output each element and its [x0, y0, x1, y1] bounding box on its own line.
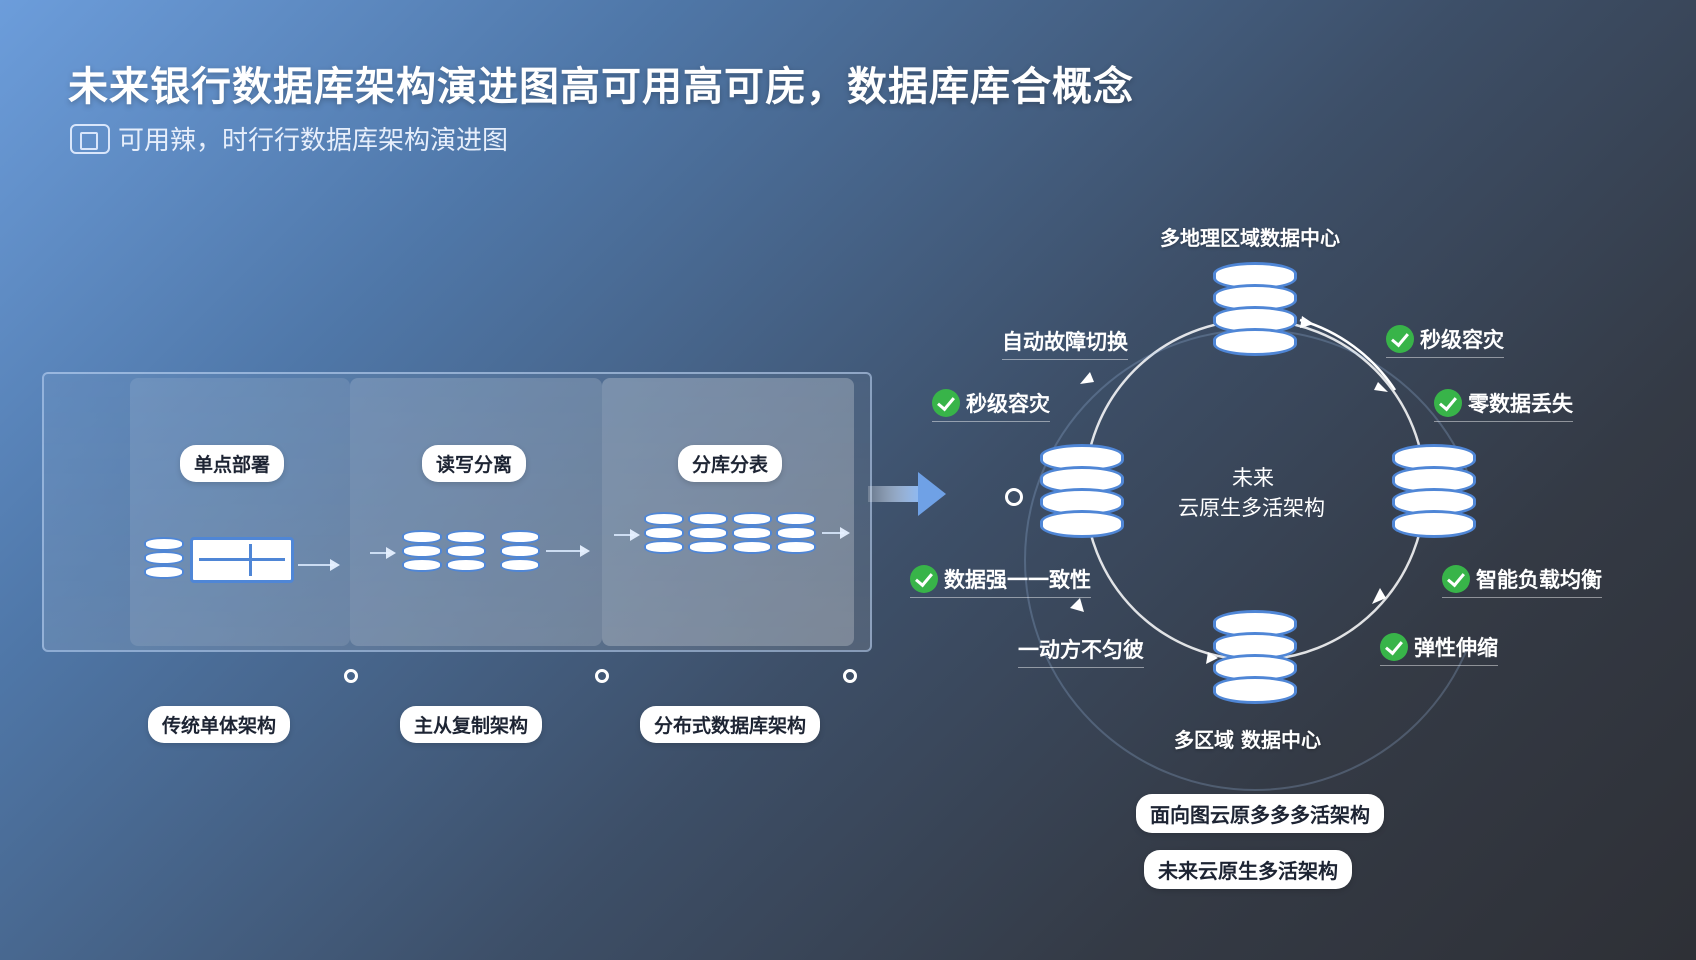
- feature-right-3: 智能负载均衡: [1442, 564, 1602, 598]
- subtitle-text: 可用辣，时行行数据库架构演进图: [118, 126, 509, 156]
- database-bottom-icon: [1213, 610, 1297, 706]
- flow-arrow-2: [370, 547, 396, 559]
- database-icon-stage2b: [500, 530, 540, 578]
- stage-panel-2: [350, 378, 602, 646]
- check-icon: [1386, 325, 1414, 353]
- center-title-line2: 云原生多活架构: [1178, 496, 1325, 520]
- timeline-node-2: [595, 669, 609, 683]
- feature-right-4: 弹性伸缩: [1380, 632, 1498, 666]
- check-icon: [1442, 565, 1470, 593]
- window-icon: [70, 123, 110, 154]
- feature-right-1: 秒级容灾: [1386, 324, 1504, 358]
- caption-master-slave: 主从复制架构: [400, 706, 543, 743]
- label-left-bottom: 一动方不匀彼: [1018, 634, 1144, 668]
- evolution-tray: [42, 372, 872, 652]
- flow-arrow-5: [822, 527, 850, 539]
- check-icon: [1434, 389, 1462, 417]
- center-title-line1: 未来: [1232, 466, 1274, 490]
- page-subtitle: 可用辣，时行行数据库架构演进图: [70, 120, 508, 157]
- check-icon: [1380, 633, 1408, 661]
- flow-arrow-4: [614, 529, 640, 541]
- database-icon-stage1: [144, 537, 184, 585]
- footer-pill-2: 未来云原生多活架构: [1144, 850, 1352, 889]
- database-left-icon: [1040, 444, 1124, 540]
- label-top-datacenter: 多地理区域数据中心: [1160, 226, 1340, 250]
- footer-pill-1: 面向图云原多多多活架构: [1136, 794, 1384, 833]
- feature-right-2: 零数据丢失: [1434, 388, 1573, 422]
- label-auto-failover: 自动故障切换: [1002, 326, 1128, 360]
- flow-arrow-3: [546, 545, 590, 557]
- page-title: 未来银行数据库架构演进图高可用高可庑，数据库库合概念: [68, 64, 1134, 110]
- feature-left-2: 数据强一一致性: [910, 564, 1091, 598]
- flow-arrow-1: [298, 559, 340, 571]
- timeline-node-3: [843, 669, 857, 683]
- timeline-node-1: [344, 669, 358, 683]
- ring-entry-node: [1005, 488, 1023, 506]
- database-group-stage3: [644, 512, 816, 560]
- database-right-icon: [1392, 444, 1476, 540]
- stage-label-single: 单点部署: [180, 445, 285, 482]
- stage-label-rw-split: 读写分离: [422, 445, 527, 482]
- caption-monolith: 传统单体架构: [148, 706, 291, 743]
- database-top-icon: [1213, 262, 1297, 358]
- server-icon: [190, 537, 294, 583]
- check-icon: [932, 389, 960, 417]
- stage-label-sharding: 分库分表: [678, 445, 783, 482]
- check-icon: [910, 565, 938, 593]
- stage-panel-1: [130, 378, 350, 646]
- caption-distributed: 分布式数据库架构: [640, 706, 821, 743]
- feature-left-1: 秒级容灾: [932, 388, 1050, 422]
- stage-panel-3: [602, 378, 854, 646]
- transition-arrow-icon: [868, 472, 946, 516]
- label-bottom-datacenter: 多区域 数据中心: [1174, 728, 1321, 752]
- database-group-stage2: [402, 530, 486, 578]
